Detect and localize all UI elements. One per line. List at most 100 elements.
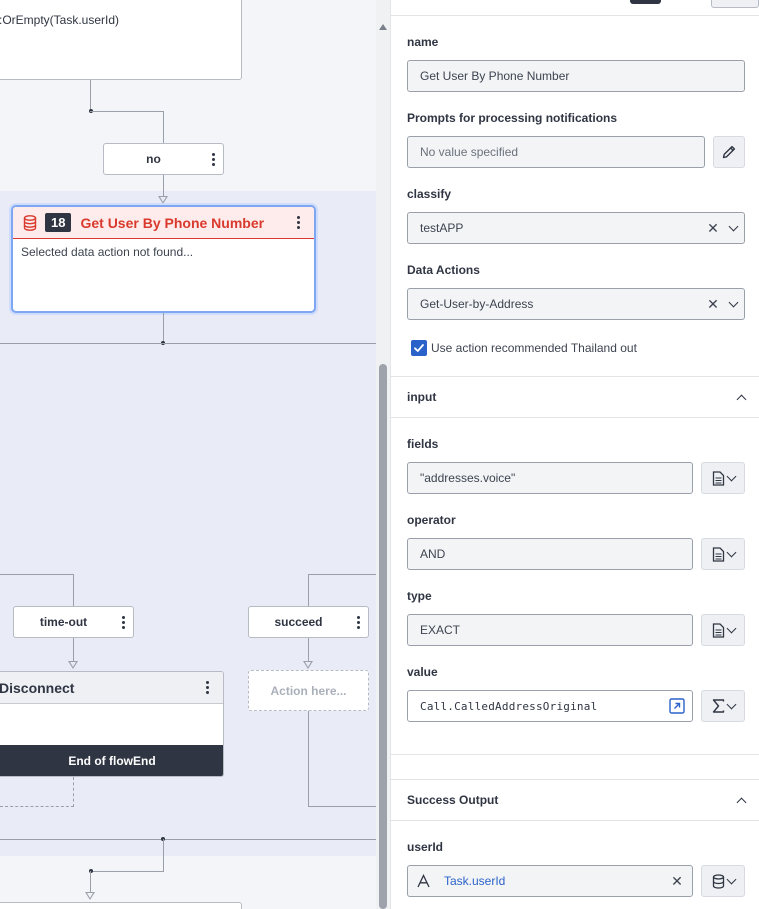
chevron-down-icon	[726, 471, 736, 481]
value-label: value	[407, 665, 438, 679]
text-type-icon	[416, 874, 438, 888]
fields-value: "addresses.voice"	[420, 471, 516, 485]
disconnect-node[interactable]: Disconnect End of flowEnd	[0, 671, 224, 777]
fields-type-button[interactable]	[701, 462, 745, 494]
toolbar-button[interactable]	[711, 0, 759, 8]
name-input[interactable]: Get User By Phone Number	[407, 60, 745, 92]
input-section-header[interactable]: input	[391, 376, 759, 418]
path-succeed[interactable]: succeed	[248, 606, 369, 638]
scroll-up-icon[interactable]	[379, 24, 387, 30]
chevron-down-icon	[726, 699, 736, 709]
node-header: 18 Get User By Phone Number	[13, 207, 314, 239]
type-type-button[interactable]	[701, 614, 745, 646]
more-options-icon[interactable]	[348, 615, 368, 629]
wire	[308, 711, 309, 807]
expand-icon[interactable]	[662, 698, 692, 714]
end-of-flow-label: End of flowEnd	[0, 745, 223, 776]
pencil-icon	[721, 144, 737, 160]
wire	[90, 871, 91, 893]
fields-input[interactable]: "addresses.voice"	[407, 462, 693, 494]
classify-select[interactable]: testAPP ✕	[407, 212, 745, 244]
chevron-down-icon[interactable]	[722, 297, 744, 307]
database-icon	[23, 214, 37, 231]
properties-panel: name Get User By Phone Number Prompts fo…	[391, 0, 759, 909]
arrow-icon	[85, 892, 95, 900]
sigma-icon	[712, 699, 725, 713]
wire	[308, 574, 309, 607]
clear-icon[interactable]: ✕	[707, 219, 719, 236]
value-input[interactable]: Call.CalledAddressOriginal	[407, 690, 693, 722]
path-no[interactable]: no	[103, 143, 224, 175]
wire-dashed	[0, 806, 74, 807]
more-options-icon[interactable]	[203, 152, 223, 166]
chevron-up-icon	[736, 795, 747, 807]
wire	[163, 313, 164, 342]
value-expression-button[interactable]	[701, 690, 745, 722]
more-options-icon[interactable]	[197, 681, 217, 694]
arrow-icon	[158, 196, 168, 204]
path-time-out[interactable]: time-out	[13, 606, 134, 638]
node-title: Disconnect	[0, 679, 75, 696]
wire-dashed	[73, 777, 74, 807]
operator-input[interactable]: AND	[407, 538, 693, 570]
prompts-input[interactable]: No value specified	[407, 136, 705, 168]
toolbar-button[interactable]	[630, 0, 661, 4]
success-output-title: Success Output	[407, 793, 499, 807]
use-action-checkbox[interactable]	[411, 340, 427, 356]
more-options-icon[interactable]	[113, 615, 133, 629]
document-icon	[712, 546, 725, 562]
path-time-out-label: time-out	[39, 615, 88, 629]
arrow-icon	[68, 661, 78, 669]
value-expression: Call.CalledAddressOriginal	[420, 699, 598, 713]
checkmark-icon	[414, 344, 424, 352]
input-section-title: input	[407, 390, 437, 404]
wire	[73, 574, 74, 607]
chevron-down-icon	[726, 623, 736, 633]
userid-type-button[interactable]	[701, 865, 745, 897]
wire-junction	[89, 869, 93, 873]
node-error-message: Selected data action not found...	[21, 245, 194, 259]
wire	[308, 638, 309, 662]
wire	[90, 80, 91, 111]
more-options-icon[interactable]	[288, 216, 308, 229]
classify-value: testAPP	[420, 221, 464, 235]
data-actions-value: Get-User-by-Address	[420, 297, 534, 311]
name-value: Get User By Phone Number	[420, 69, 570, 83]
decision-expression: :OrEmpty(Task.userId)	[0, 13, 120, 27]
classify-label: classify	[407, 187, 452, 201]
clear-icon[interactable]: ✕	[707, 295, 719, 312]
clear-icon[interactable]: ✕	[671, 872, 683, 889]
chevron-up-icon	[736, 392, 747, 404]
path-succeed-label: succeed	[274, 615, 323, 629]
panel-toolbar	[391, 0, 759, 16]
wire	[0, 839, 376, 840]
chevron-down-icon	[726, 547, 736, 557]
chevron-down-icon	[726, 874, 736, 884]
chevron-down-icon[interactable]	[722, 221, 744, 231]
wire	[163, 175, 164, 197]
canvas-band-lower	[0, 343, 376, 856]
wire	[0, 574, 74, 575]
next-node[interactable]	[0, 902, 242, 909]
data-actions-select[interactable]: Get-User-by-Address ✕	[407, 288, 745, 320]
scrollbar-thumb[interactable]	[379, 364, 387, 909]
action-placeholder[interactable]: Action here...	[248, 670, 369, 711]
type-value: EXACT	[420, 623, 461, 637]
flow-canvas[interactable]: :OrEmpty(Task.userId) no	[0, 0, 376, 909]
wire	[163, 839, 164, 871]
decision-node[interactable]: :OrEmpty(Task.userId)	[0, 0, 242, 80]
wire	[90, 871, 164, 872]
section-divider	[391, 754, 759, 755]
node-header: Disconnect	[0, 672, 223, 704]
edit-prompts-button[interactable]	[713, 136, 745, 168]
data-action-node[interactable]: 18 Get User By Phone Number Selected dat…	[11, 205, 316, 313]
type-label: type	[407, 589, 432, 603]
canvas-scrollbar[interactable]	[376, 0, 391, 909]
type-input[interactable]: EXACT	[407, 614, 693, 646]
operator-type-button[interactable]	[701, 538, 745, 570]
node-title: Get User By Phone Number	[80, 214, 265, 231]
success-output-section-header[interactable]: Success Output	[391, 779, 759, 821]
wire	[90, 111, 164, 112]
userid-input[interactable]: Task.userId ✕	[407, 865, 693, 897]
